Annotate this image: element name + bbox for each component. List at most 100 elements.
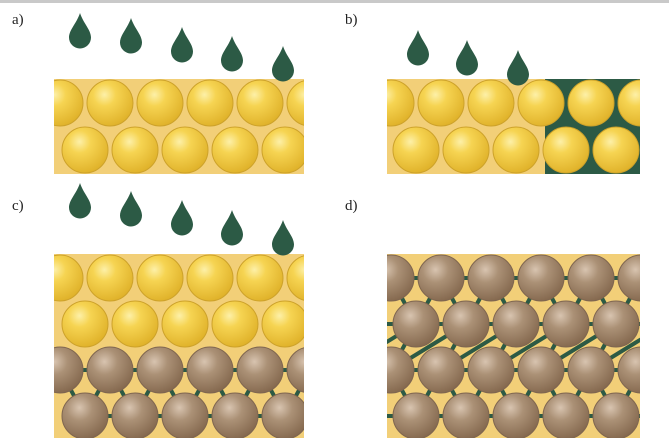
yellow-sphere bbox=[592, 126, 640, 174]
brown-sphere bbox=[236, 346, 284, 394]
brown-sphere bbox=[417, 346, 465, 394]
panel-b-diagram bbox=[387, 30, 669, 174]
brown-sphere bbox=[567, 346, 615, 394]
brown-sphere bbox=[442, 392, 490, 438]
brown-sphere bbox=[111, 392, 159, 438]
yellow-sphere bbox=[492, 126, 540, 174]
yellow-sphere bbox=[261, 126, 304, 174]
yellow-sphere bbox=[211, 300, 259, 348]
panel-a-label: a) bbox=[12, 12, 24, 28]
droplet bbox=[171, 27, 194, 63]
bond-link bbox=[335, 370, 360, 416]
yellow-sphere bbox=[542, 126, 590, 174]
yellow-sphere bbox=[111, 300, 159, 348]
yellow-sphere bbox=[236, 254, 284, 302]
droplet bbox=[171, 200, 194, 236]
bond-link bbox=[316, 370, 341, 416]
panel-d-diagram bbox=[316, 254, 669, 439]
yellow-sphere bbox=[186, 79, 234, 127]
brown-sphere bbox=[387, 346, 415, 394]
yellow-sphere bbox=[136, 79, 184, 127]
sphere-layer bbox=[54, 79, 358, 174]
bond-link bbox=[341, 370, 366, 416]
brown-sphere bbox=[392, 300, 440, 348]
yellow-sphere bbox=[86, 254, 134, 302]
yellow-sphere bbox=[567, 79, 615, 127]
brown-sphere bbox=[643, 301, 669, 347]
droplet bbox=[69, 13, 92, 49]
brown-sphere bbox=[592, 392, 640, 438]
yellow-sphere bbox=[617, 79, 640, 127]
bond-link bbox=[639, 367, 640, 372]
yellow-sphere bbox=[517, 79, 565, 127]
brown-sphere bbox=[286, 347, 304, 393]
brown-sphere bbox=[592, 300, 640, 348]
brown-sphere bbox=[61, 392, 109, 438]
yellow-sphere bbox=[392, 126, 440, 174]
brown-sphere bbox=[617, 254, 640, 302]
droplet bbox=[221, 36, 243, 72]
yellow-sphere bbox=[467, 79, 515, 127]
droplet bbox=[507, 50, 529, 86]
yellow-sphere bbox=[61, 300, 109, 348]
panel-d-label: d) bbox=[345, 198, 358, 214]
bond-link bbox=[310, 370, 335, 416]
brown-sphere bbox=[392, 392, 440, 438]
yellow-sphere bbox=[261, 300, 304, 348]
droplet bbox=[407, 30, 429, 66]
yellow-sphere bbox=[161, 300, 209, 348]
yellow-sphere bbox=[236, 79, 284, 127]
droplet bbox=[120, 191, 142, 227]
brown-sphere bbox=[136, 346, 184, 394]
brown-sphere bbox=[312, 393, 358, 439]
brown-sphere bbox=[211, 392, 259, 438]
brown-sphere bbox=[542, 392, 590, 438]
brown-sphere bbox=[517, 254, 565, 302]
sphere-layer bbox=[316, 254, 669, 439]
brown-sphere bbox=[492, 300, 540, 348]
yellow-sphere bbox=[161, 126, 209, 174]
brown-sphere bbox=[417, 254, 465, 302]
sphere-layer bbox=[54, 254, 360, 439]
bond-link bbox=[639, 368, 640, 373]
brown-sphere bbox=[161, 392, 209, 438]
yellow-sphere bbox=[136, 254, 184, 302]
yellow-sphere bbox=[387, 79, 415, 127]
yellow-sphere bbox=[312, 127, 358, 173]
yellow-sphere bbox=[643, 127, 669, 173]
yellow-sphere bbox=[417, 79, 465, 127]
brown-sphere bbox=[261, 392, 304, 438]
droplet bbox=[272, 220, 294, 256]
brown-sphere bbox=[492, 392, 540, 438]
bond-link bbox=[341, 324, 366, 370]
brown-sphere bbox=[617, 346, 640, 394]
brown-sphere bbox=[387, 254, 415, 302]
brown-sphere bbox=[442, 300, 490, 348]
panel-a-diagram bbox=[54, 13, 358, 174]
yellow-sphere bbox=[111, 126, 159, 174]
brown-sphere bbox=[517, 346, 565, 394]
brown-sphere bbox=[467, 254, 515, 302]
droplet bbox=[120, 18, 142, 54]
bond-link bbox=[341, 278, 366, 324]
panel-c-label: c) bbox=[12, 198, 24, 214]
yellow-sphere bbox=[86, 79, 134, 127]
droplet bbox=[69, 183, 92, 219]
yellow-sphere bbox=[186, 254, 234, 302]
panel-c-diagram bbox=[54, 183, 360, 439]
droplet bbox=[456, 40, 478, 76]
brown-sphere bbox=[54, 346, 84, 394]
yellow-sphere bbox=[211, 126, 259, 174]
panel-b-label: b) bbox=[345, 12, 358, 28]
brown-sphere bbox=[643, 393, 669, 439]
yellow-sphere bbox=[286, 255, 304, 301]
brown-sphere bbox=[86, 346, 134, 394]
bond-link bbox=[639, 276, 640, 281]
yellow-sphere bbox=[54, 79, 84, 127]
top-border-line bbox=[0, 0, 669, 3]
yellow-sphere bbox=[61, 126, 109, 174]
droplet bbox=[221, 210, 243, 246]
brown-sphere bbox=[467, 346, 515, 394]
brown-sphere bbox=[542, 300, 590, 348]
